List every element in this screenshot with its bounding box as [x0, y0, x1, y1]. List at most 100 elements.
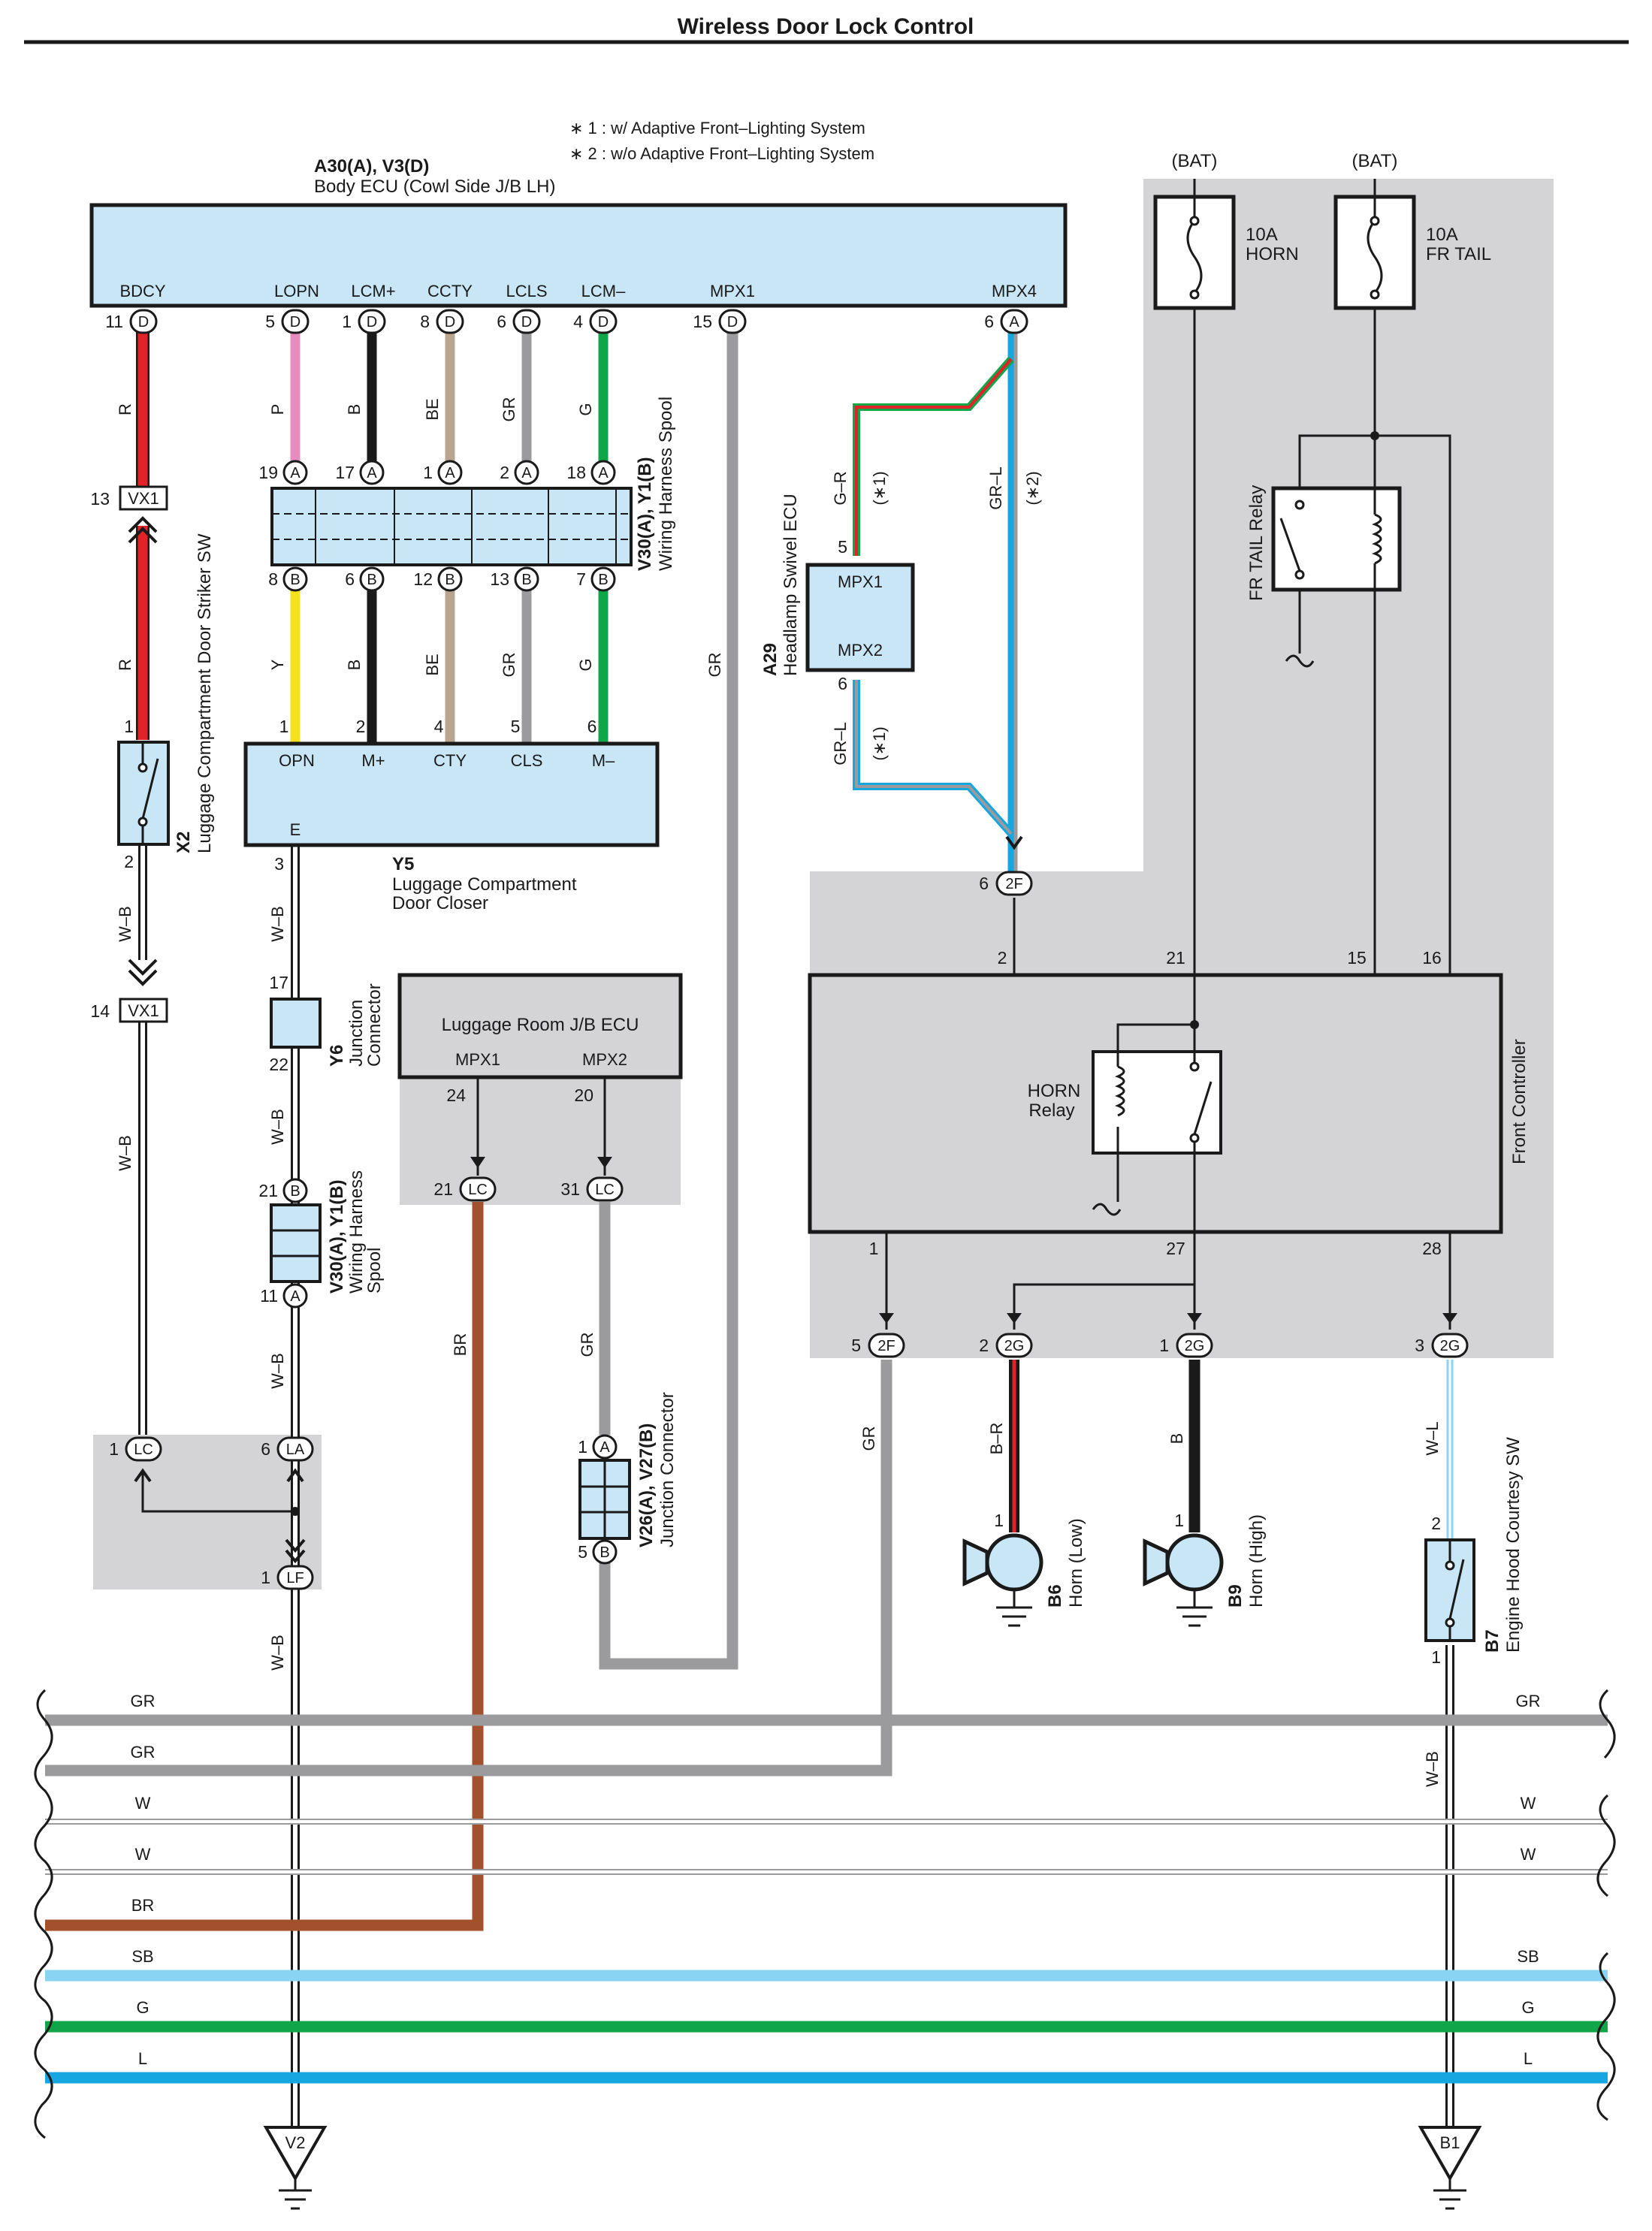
- ground-b1-label: B1: [1440, 2133, 1460, 2152]
- spool-bot-num-0: 8: [268, 569, 278, 589]
- ecu-pin-num-5: 4: [573, 312, 583, 331]
- bc-2-wire: B: [1167, 1433, 1186, 1445]
- wire-label-g-2: G: [576, 658, 595, 671]
- bc-0-num: 5: [851, 1336, 861, 1355]
- fuses: (BAT) 10A HORN (BAT) 10A FR TAIL: [1153, 151, 1491, 440]
- spool-lower-name-1: Wiring Harness: [346, 1170, 367, 1294]
- ecu-pin-num-7: 6: [984, 312, 994, 331]
- fr-tail-relay-label: FR TAIL Relay: [1246, 485, 1267, 601]
- ecu-pin-name-0: BDCY: [119, 282, 165, 300]
- vx1-top-label: VX1: [128, 489, 159, 508]
- wire-label-b: B: [345, 404, 364, 415]
- bc-2-label: 2G: [1185, 1338, 1205, 1354]
- door-closer-name-2: Door Closer: [392, 893, 488, 913]
- ecu-pin-num-0: 11: [105, 312, 123, 331]
- v26-pin-bottom: 5: [578, 1542, 587, 1562]
- wire-2f-gr: [45, 1360, 892, 1777]
- fc-top-pin-2: 15: [1347, 948, 1367, 968]
- bus-label-left-3: W: [135, 1845, 151, 1864]
- bypass-note: (∗2): [1023, 471, 1042, 505]
- v26-conn-top: A: [599, 1439, 610, 1456]
- spool-lower-pin-top: 21: [258, 1181, 278, 1200]
- spool-top-pin-4: A18: [566, 460, 616, 485]
- ecu-pin-1: D5: [265, 309, 310, 334]
- ground-v2: V2: [263, 2126, 328, 2210]
- spool-lower-pin-bottom: 11: [260, 1286, 278, 1306]
- spool-bot-conn-1: B: [367, 572, 376, 588]
- v26-pin-top: 1: [578, 1437, 587, 1457]
- horn-relay-label-2: Relay: [1028, 1100, 1074, 1121]
- hood-code: B7: [1482, 1629, 1503, 1653]
- bus-label-left-6: G: [136, 1998, 149, 2017]
- hood-pin-bottom: 1: [1431, 1647, 1441, 1667]
- hood-pin-top: 2: [1431, 1514, 1441, 1533]
- lf-num: 1: [261, 1568, 270, 1587]
- vx1-top-chevron: [128, 516, 158, 544]
- body-ecu-code: A30(A), V3(D): [314, 156, 429, 177]
- ground-v2-label: V2: [285, 2133, 306, 2152]
- headlamp-wire-out: GR–L: [831, 722, 850, 765]
- connector-2f-top: 2F 6: [979, 835, 1033, 896]
- luggage-jb-name: Luggage Room J/B ECU: [442, 1015, 639, 1035]
- spool-bot-num-2: 12: [413, 569, 433, 589]
- ecu-pin-name-6: MPX1: [710, 282, 755, 300]
- br-wire-label: BR: [451, 1333, 470, 1357]
- horn-high: 1 B9 Horn (High): [1143, 1511, 1267, 1627]
- lf-wire-wb: W–B: [268, 1635, 287, 1671]
- door-closer-pin-num-1: 2: [356, 717, 366, 736]
- wire-label-gr: GR: [500, 397, 518, 422]
- wire-label-be: BE: [423, 398, 442, 420]
- y6-wire-wb: W–B: [268, 1109, 287, 1145]
- hood-switch: 2 1 B7 Engine Hood Courtesy SW W–B: [1423, 1437, 1524, 1787]
- ecu-pin-name-1: LOPN: [274, 282, 319, 300]
- bus-label-right-2: W: [1521, 1845, 1536, 1864]
- vx1-top: VX1 13: [90, 485, 168, 544]
- spool-upper-name: Wiring Harness Spool: [656, 397, 676, 571]
- bus-label-left-0: GR: [131, 1692, 156, 1710]
- fuse-tail-name: FR TAIL: [1426, 244, 1491, 264]
- wire-lc-la-link: [141, 1472, 295, 1513]
- spool-bot-num-3: 13: [490, 569, 509, 589]
- la-num: 6: [261, 1439, 270, 1459]
- door-closer-ground-label: E: [290, 820, 301, 839]
- headlamp-pin2-num: 6: [838, 674, 847, 693]
- striker-switch: 1 2 X2 Luggage Compartment Door Striker …: [116, 533, 215, 942]
- spool-bot-conn-4: B: [598, 572, 608, 588]
- spool-lower-name-2: Spool: [364, 1248, 385, 1294]
- spool-top-conn-3: A: [521, 465, 532, 482]
- ecu-pin-2: D1: [342, 309, 386, 334]
- door-closer-name-1: Luggage Compartment: [392, 874, 577, 895]
- la-label: LA: [286, 1442, 305, 1458]
- junction-y6: 17 22 Y6 Junction Connector W–B: [268, 973, 385, 1145]
- lc-la-lf: LC 1 LA 6 LF 1 W–B: [109, 1436, 314, 1671]
- bus-break-left: [34, 1689, 53, 2139]
- spool-bot-conn-0: B: [290, 572, 300, 588]
- ecu-pin-conn-6: D: [727, 314, 738, 331]
- bus-label-left-4: BR: [131, 1896, 155, 1915]
- door-closer-ground-pin: 3: [274, 854, 284, 874]
- lc-2-label: LC: [595, 1182, 615, 1198]
- note-1: ∗ 1 : w/ Adaptive Front–Lighting System: [569, 119, 865, 137]
- ecu-pin-6: D15: [693, 309, 747, 334]
- horn-low-name: Horn (Low): [1066, 1518, 1086, 1608]
- fc-top-pin-1: 21: [1166, 948, 1185, 968]
- headlamp-wire-in: G–R: [831, 471, 850, 505]
- bus-label-right-3: SB: [1517, 1947, 1539, 1966]
- bypass-wire-label: GR–L: [986, 466, 1005, 509]
- bus-label-left-2: W: [135, 1794, 151, 1813]
- ecu-pin-conn-4: D: [521, 314, 532, 331]
- v26-conn-bottom: B: [599, 1544, 609, 1561]
- bc-0-label: 2F: [877, 1338, 895, 1354]
- horn-high-pin: 1: [1174, 1511, 1184, 1530]
- junction-v26: A 1 B 5 V26(A), V27(B) Junction Connecto…: [578, 1392, 678, 1565]
- door-closer-wire-wb: W–B: [268, 906, 287, 942]
- ecu-pin-conn-2: D: [367, 314, 377, 331]
- bus-label-left-5: SB: [131, 1947, 153, 1966]
- ecu-pin-4: D6: [497, 309, 541, 334]
- fuse-horn-name: HORN: [1246, 244, 1299, 264]
- door-closer-pin-label-2: CTY: [433, 751, 467, 770]
- vx1-bottom-label: VX1: [128, 1001, 159, 1020]
- wire-label-gr-mpx1: GR: [705, 653, 724, 678]
- ecu-pin-conn-0: D: [138, 314, 149, 331]
